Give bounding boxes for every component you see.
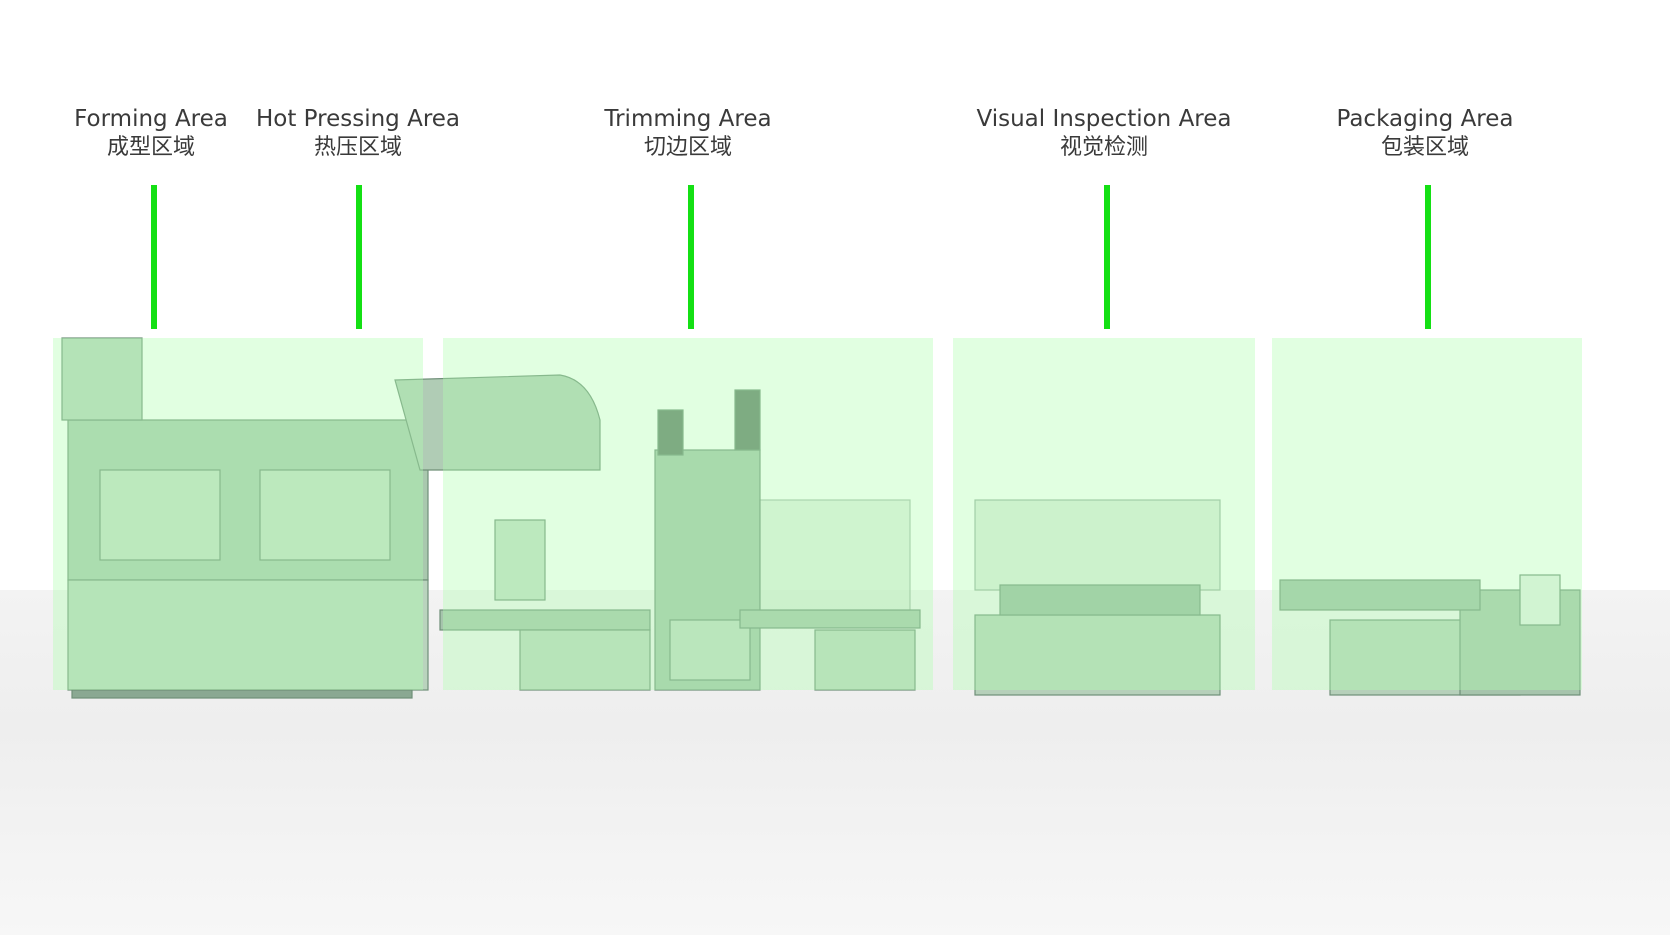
label-zh: 切边区域 xyxy=(643,135,733,160)
label-hot-pressing-area: Hot Pressing Area 热压区域 xyxy=(256,104,460,162)
label-en: Forming Area xyxy=(74,106,228,132)
conveyor-cabinet xyxy=(814,629,916,691)
label-trimming-area: Trimming Area 切边区域 xyxy=(604,104,771,162)
trimming-cabinet xyxy=(519,629,651,691)
label-en: Trimming Area xyxy=(604,106,772,132)
indicator-line-visual-inspection xyxy=(1104,185,1110,329)
label-packaging-area: Packaging Area 包装区域 xyxy=(1337,104,1514,162)
indicator-line-forming xyxy=(151,185,157,329)
label-forming-area: Forming Area 成型区域 xyxy=(74,104,228,162)
label-en: Packaging Area xyxy=(1336,106,1514,132)
zone-packaging xyxy=(1272,338,1582,690)
label-visual-inspection-area: Visual Inspection Area 视觉检测 xyxy=(976,104,1231,162)
zone-trimming xyxy=(443,338,933,690)
label-zh: 成型区域 xyxy=(106,135,195,160)
forming-machine-top xyxy=(61,337,143,421)
label-zh: 热压区域 xyxy=(313,135,403,160)
zone-visual-inspection xyxy=(953,338,1255,690)
label-en: Visual Inspection Area xyxy=(976,106,1232,132)
inspection-machine xyxy=(974,499,1221,591)
label-zh: 视觉检测 xyxy=(1059,135,1149,160)
label-zh: 包装区域 xyxy=(1380,135,1469,160)
indicator-line-hot-pressing xyxy=(356,185,362,329)
label-en: Hot Pressing Area xyxy=(255,106,461,132)
hood xyxy=(394,374,601,471)
indicator-line-packaging xyxy=(1425,185,1431,329)
indicator-line-trimming xyxy=(688,185,694,329)
zone-forming-hot-pressing xyxy=(53,338,423,690)
